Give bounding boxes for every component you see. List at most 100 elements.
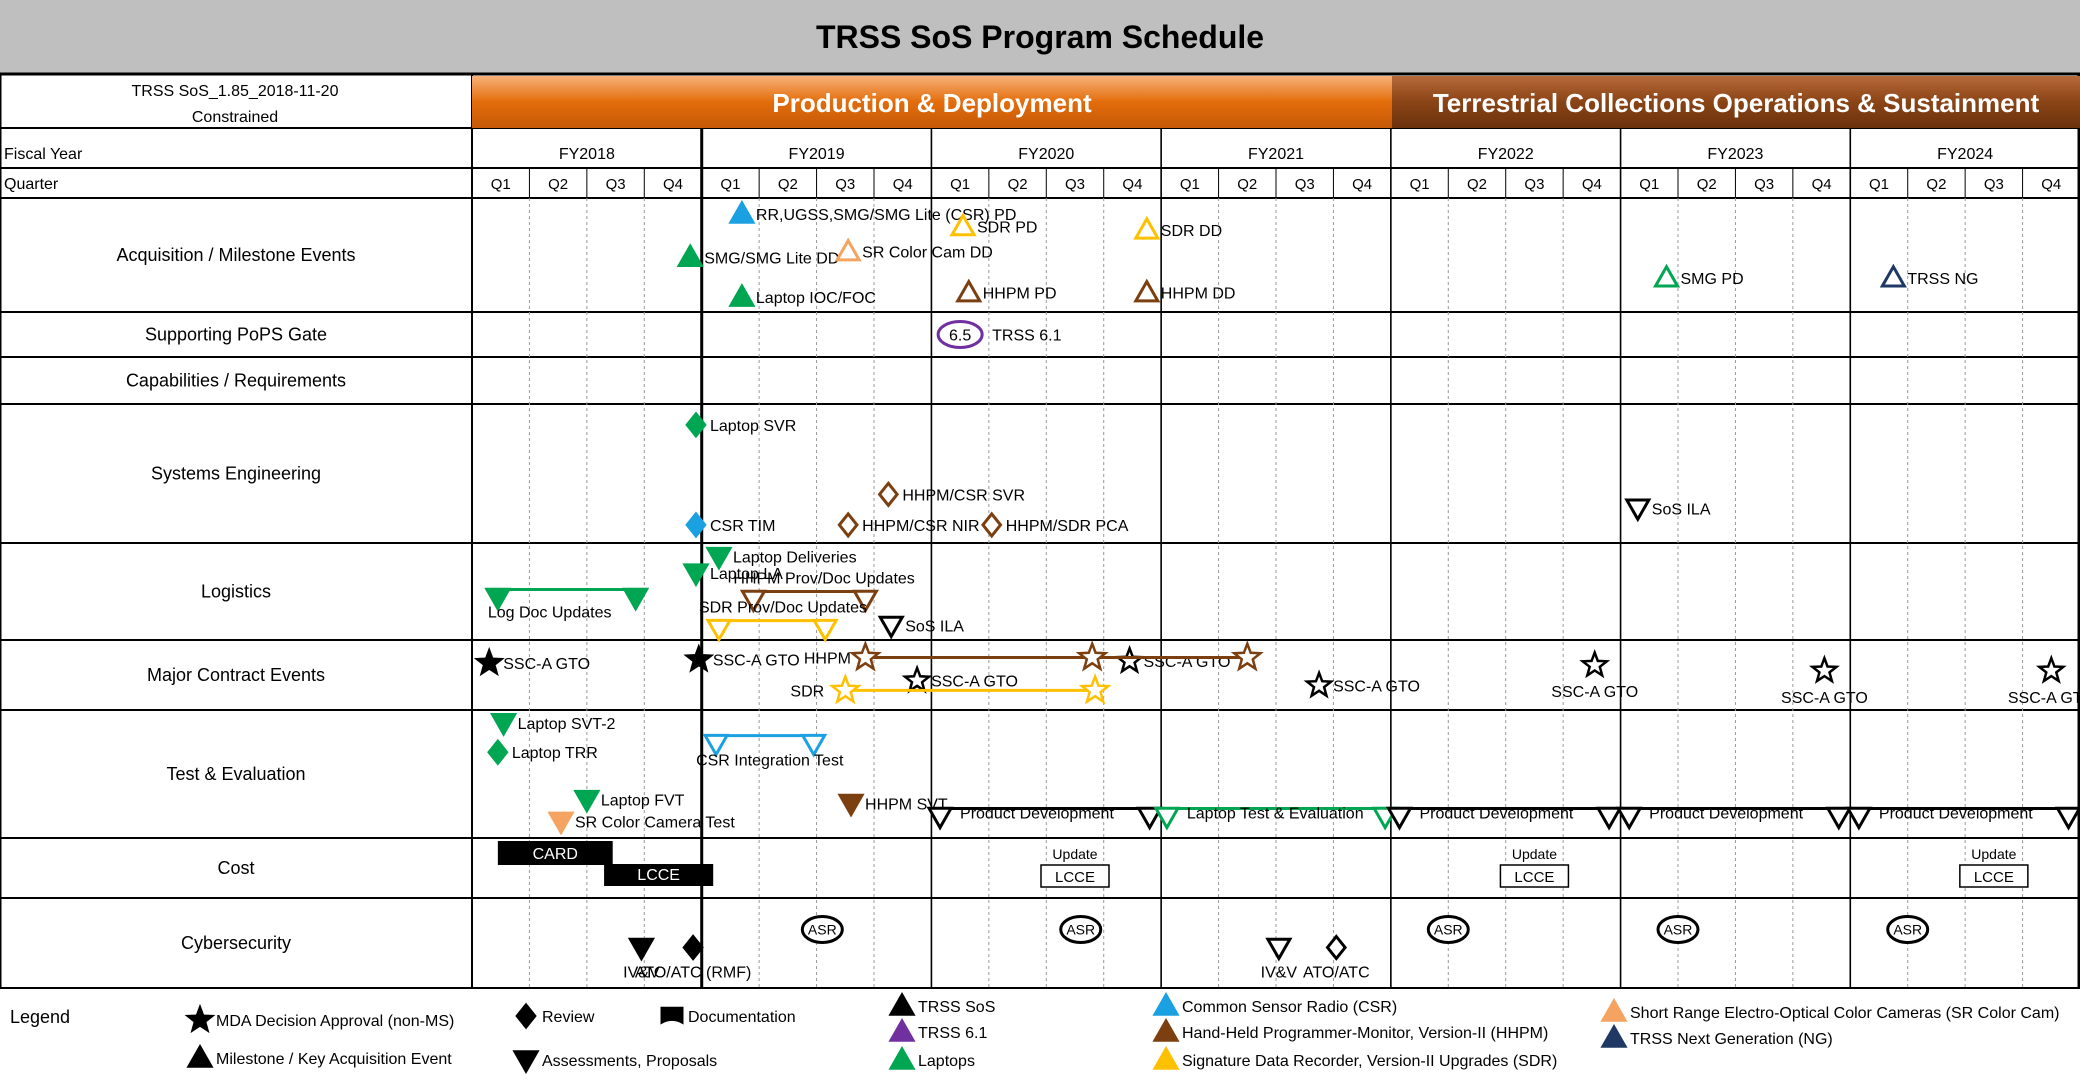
quarter-label: Q2 — [1237, 176, 1257, 193]
milestone-label: SSC-A GTO — [1781, 690, 1868, 707]
legend-item-label: Signature Data Recorder, Version-II Upgr… — [1182, 1053, 1557, 1070]
legend-diamond-icon — [515, 1002, 537, 1030]
milestone-diamond-icon — [682, 934, 704, 961]
milestone-tri-down-icon — [627, 937, 655, 962]
contract-start-icon — [828, 673, 862, 705]
milestone-label: HHPM DD — [1161, 286, 1236, 303]
milestone-label: Laptop IOC/FOC — [756, 290, 876, 307]
milestone-label: SSC-A GTO — [931, 674, 1018, 691]
quarter-label: Q4 — [1122, 176, 1142, 193]
fiscal-year-label: Fiscal Year — [4, 146, 83, 163]
milestone-tri-up-icon — [1133, 278, 1161, 303]
quarter-label: Q1 — [1410, 176, 1430, 193]
milestone-label: SR Color Camera Test — [575, 814, 735, 831]
milestone-label: SSC-A GTO — [713, 653, 800, 670]
milestone-star-icon — [1808, 654, 1840, 684]
milestone-tri-up-icon — [834, 237, 862, 262]
legend-item-label: Short Range Electro-Optical Color Camera… — [1630, 1005, 2059, 1022]
fiscal-year-label: FY2024 — [1937, 146, 1993, 163]
asr-label: ASR — [1066, 922, 1095, 938]
milestone-diamond-icon — [877, 480, 900, 508]
row-label: Acquisition / Milestone Events — [116, 245, 355, 265]
version-label: TRSS SoS_1.85_2018-11-20 — [132, 83, 339, 100]
bar-start-icon — [1615, 806, 1643, 831]
cost-update-box-label: LCCE — [1055, 869, 1095, 886]
quarter-label: Q3 — [1524, 176, 1544, 193]
milestone-label: SDR PD — [977, 220, 1037, 237]
asr-badge — [1656, 915, 1700, 944]
pops-gate-value: 6.5 — [949, 328, 971, 345]
quarter-label: Q1 — [1639, 176, 1659, 193]
page-title: TRSS SoS Program Schedule — [816, 19, 1264, 55]
quarter-label: Q4 — [663, 176, 683, 193]
milestone-tri-up-icon — [949, 212, 977, 237]
milestone-star-icon — [1579, 649, 1611, 679]
bar-end-icon — [622, 587, 650, 612]
bar-start-icon — [702, 733, 730, 758]
fiscal-year-label: FY2020 — [1018, 146, 1074, 163]
milestone-tri-down-icon — [682, 563, 710, 588]
bar-start-icon — [705, 618, 733, 643]
quarter-label: Q3 — [1984, 176, 2004, 193]
legend-item-label: Documentation — [688, 1009, 796, 1026]
milestone-tri-up-icon — [728, 199, 756, 224]
milestone-label: SDR DD — [1161, 223, 1222, 240]
row-label: Test & Evaluation — [166, 764, 305, 784]
milestone-tri-up-icon — [955, 278, 983, 303]
quarter-label: Q3 — [1295, 176, 1315, 193]
quarter-label: Q2 — [1467, 176, 1487, 193]
quarter-label: Q4 — [2041, 176, 2061, 193]
legend-tri-up-icon — [1600, 997, 1628, 1022]
quarter-label: Q4 — [1812, 176, 1832, 193]
pops-gate-badge — [936, 320, 984, 349]
asr-badge — [800, 915, 844, 944]
milestone-label: SSC-A GTO — [2008, 690, 2080, 707]
quarter-label: Q3 — [606, 176, 626, 193]
milestone-star-icon — [1303, 669, 1335, 699]
legend-item-label: TRSS Next Generation (NG) — [1630, 1031, 1833, 1048]
quarter-label: Q4 — [893, 176, 913, 193]
milestone-label: CSR TIM — [710, 518, 775, 535]
milestone-label: RR,UGSS,SMG/SMG Lite (CSR) PD — [756, 207, 1016, 224]
milestone-diamond-icon — [685, 511, 707, 539]
cost-update-box — [1499, 864, 1570, 888]
contract-end-icon — [1078, 673, 1112, 705]
asr-label: ASR — [1893, 922, 1922, 938]
bar-start-icon — [1385, 806, 1414, 831]
asr-label: ASR — [808, 922, 837, 938]
legend-tri-up-icon — [1600, 1023, 1628, 1048]
bar-end-icon — [800, 733, 828, 758]
fiscal-year-label: FY2023 — [1707, 146, 1763, 163]
milestone-label: Laptop SVT-2 — [518, 716, 616, 733]
milestone-star-icon — [2035, 654, 2067, 684]
milestone-label: SSC-A GTO — [503, 656, 590, 673]
phase-production-label: Production & Deployment — [772, 88, 1092, 118]
asr-badge — [1886, 915, 1930, 944]
bar-label: Product Development — [960, 806, 1114, 823]
milestone-label: Laptop SVR — [710, 418, 796, 435]
milestone-label: ATO/ATC (RMF) — [635, 965, 751, 982]
milestone-star-icon — [901, 664, 933, 694]
legend-tri-up-icon — [888, 1017, 916, 1042]
bar-end-icon — [1595, 806, 1623, 831]
bar-end-icon — [1825, 806, 1853, 831]
milestone-tri-up-icon — [1133, 215, 1161, 240]
milestone-tri-down-icon — [1624, 498, 1652, 523]
quarter-label: Q2 — [1008, 176, 1028, 193]
row-label: Systems Engineering — [151, 464, 321, 484]
quarter-label: Q3 — [1065, 176, 1085, 193]
contract-label: SDR — [790, 683, 824, 700]
bar-label: Laptop Test & Evaluation — [1187, 806, 1364, 823]
cost-update-label: Update — [1971, 846, 2016, 862]
milestone-label: HHPM/CSR NIR — [862, 518, 979, 535]
cost-update-label: Update — [1512, 846, 1557, 862]
contract-start-icon — [848, 640, 882, 672]
milestone-tri-down-icon — [490, 713, 518, 737]
constraint-label: Constrained — [192, 109, 278, 126]
cost-update-box-label: LCCE — [1974, 869, 2014, 886]
row-label: Supporting PoPS Gate — [145, 325, 327, 345]
pops-gate-label: TRSS 6.1 — [992, 328, 1061, 345]
legend-item-label: MDA Decision Approval (non-MS) — [216, 1013, 454, 1030]
milestone-tri-down-icon — [877, 615, 905, 640]
